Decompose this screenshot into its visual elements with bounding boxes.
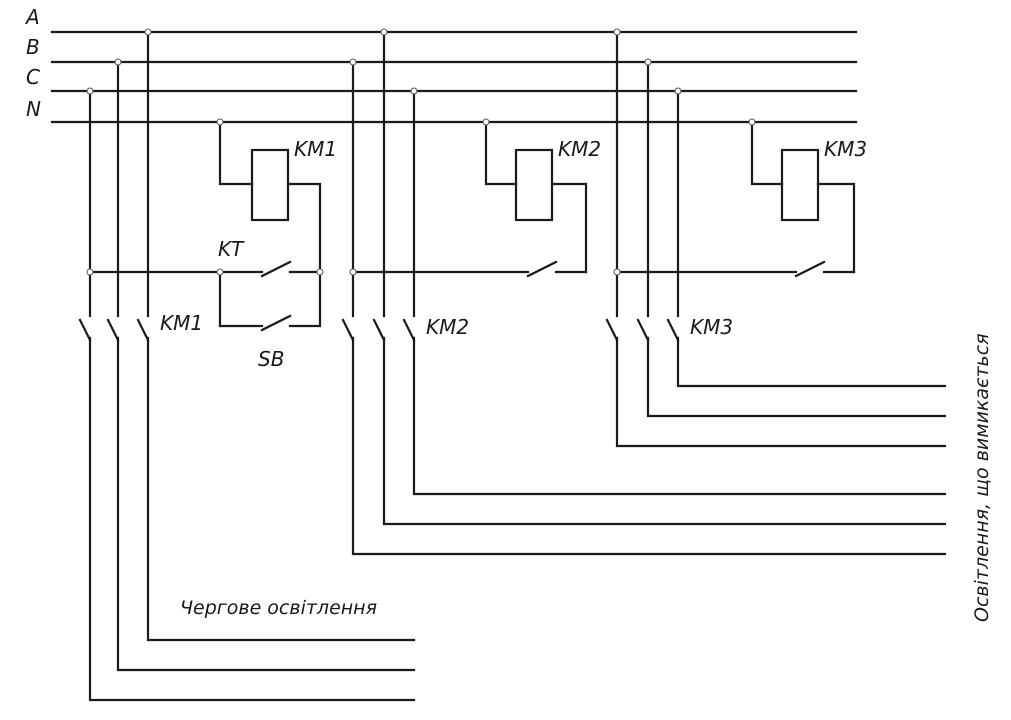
km3-coil bbox=[780, 148, 820, 222]
bus-label-a: A bbox=[24, 5, 40, 29]
sb-label: SB bbox=[258, 347, 284, 371]
km2-power-contact bbox=[402, 318, 416, 342]
km1-contact-label: KM1 bbox=[160, 311, 203, 335]
km2-coil-label: KM2 bbox=[558, 137, 601, 161]
km1-coil bbox=[250, 148, 290, 222]
sb-button bbox=[260, 314, 292, 332]
kt-label: KT bbox=[218, 237, 245, 261]
group-km1: KM1 KT SB KM1 bbox=[78, 28, 416, 702]
duty-lighting-label: Чергове освітлення bbox=[180, 597, 377, 619]
km2-coil bbox=[514, 148, 554, 222]
km3-contact-label: KM3 bbox=[690, 315, 733, 339]
km1-coil-label: KM1 bbox=[294, 137, 337, 161]
km3-power-contact bbox=[666, 318, 680, 342]
km1-power-contact bbox=[136, 318, 150, 342]
bus-label-n: N bbox=[26, 97, 41, 121]
switched-lighting-label: Освітлення, що вимикається bbox=[971, 333, 993, 622]
km3-coil-label: KM3 bbox=[824, 137, 867, 161]
kt-contact bbox=[260, 260, 292, 278]
km2-contact-label: KM2 bbox=[426, 315, 469, 339]
group-km2: KM2 KM2 bbox=[341, 28, 947, 556]
group-km3: KM3 KM3 bbox=[605, 28, 947, 448]
bus-label-c: C bbox=[26, 65, 40, 89]
bus-label-b: B bbox=[26, 35, 40, 59]
